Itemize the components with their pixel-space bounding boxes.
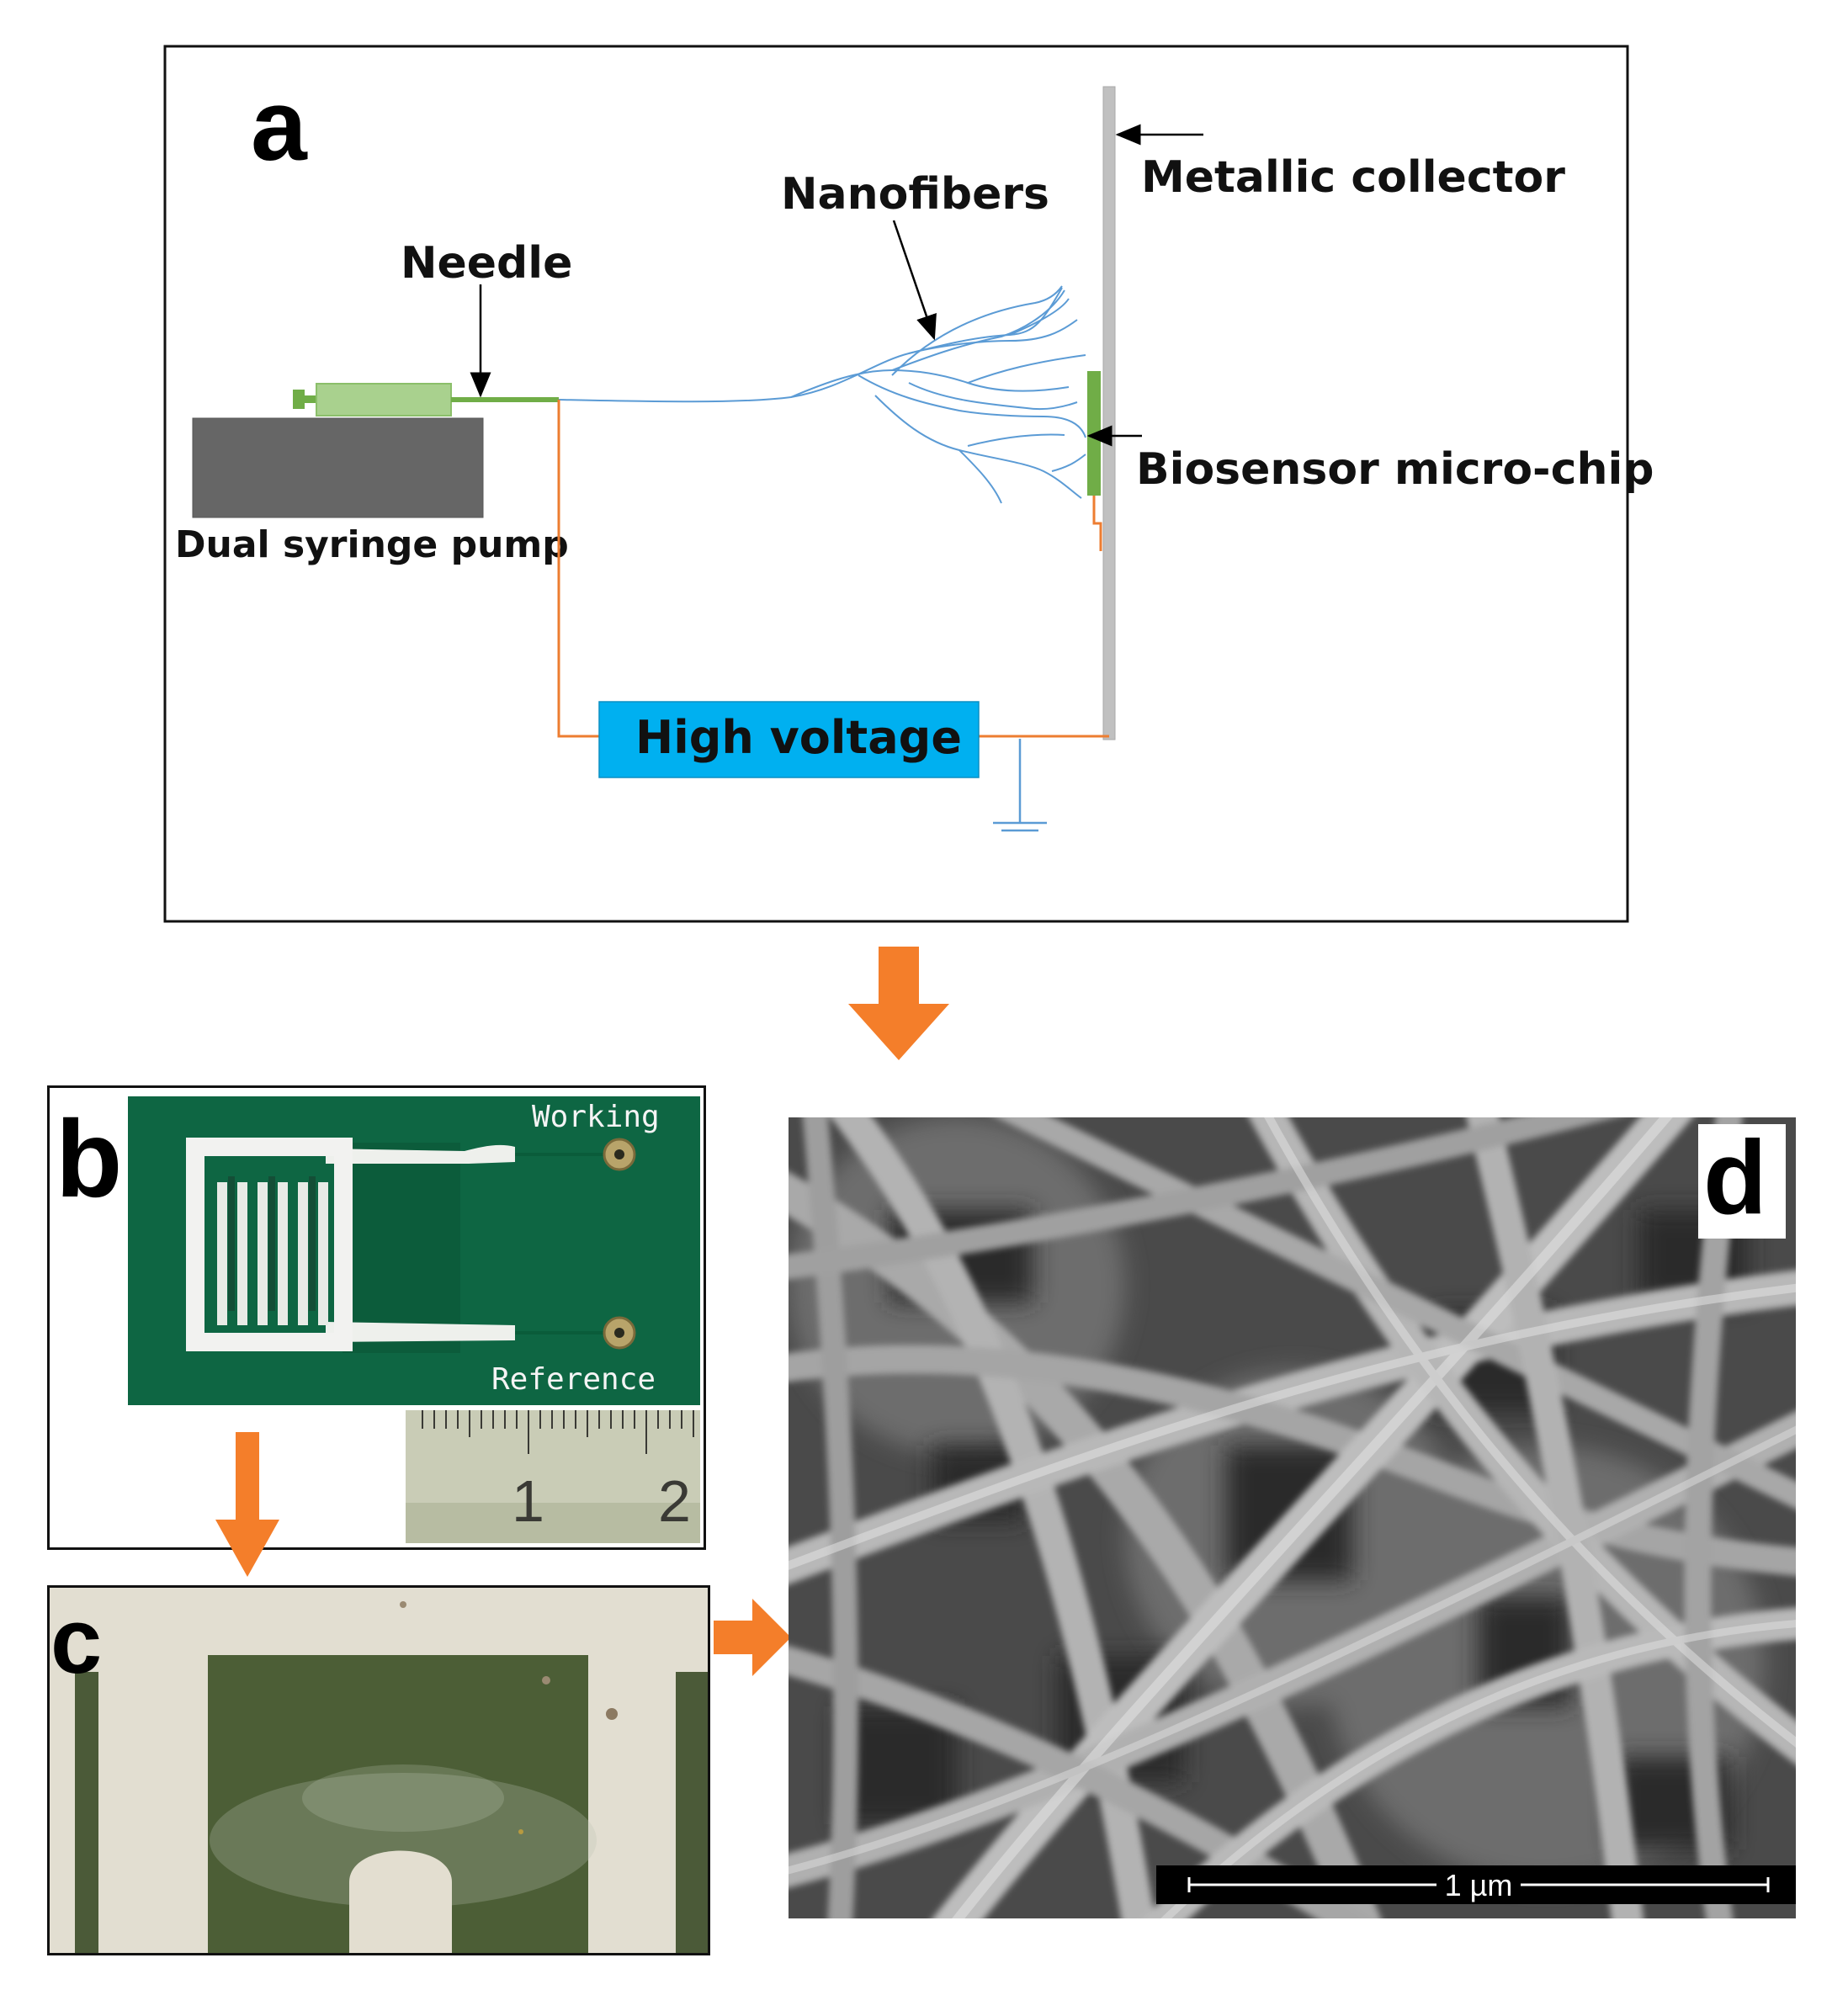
high-voltage-label: High voltage [635, 711, 962, 764]
syringe-plunger-rod [305, 395, 316, 403]
high-voltage-supply [598, 701, 980, 778]
metallic-collector [1102, 86, 1116, 740]
panel-a-letter: a [251, 69, 308, 182]
nanofibers [558, 285, 1086, 504]
scale-bar-label: 1 µm [1445, 1868, 1513, 1902]
working-electrode-label: Working [532, 1100, 660, 1134]
panel-c-letter: c [50, 1589, 103, 1693]
ruler-photo: 1 2 [406, 1410, 700, 1543]
biosensor-chip-label: Biosensor micro-chip [1136, 444, 1654, 495]
panel-a-diagram: a Metallic collector Biosensor micro-chi… [163, 45, 1654, 923]
panel-d-letter: d [1703, 1120, 1767, 1236]
reference-electrode-label: Reference [491, 1362, 656, 1397]
sem-nanofiber-image: 1 µm [789, 1117, 1796, 1918]
needle-voltage-wire [557, 400, 599, 738]
syringe-pump-label: Dual syringe pump [175, 523, 569, 566]
panel-d-frame: 1 µm [789, 1117, 1796, 1918]
flow-arrow-a-to-d [848, 947, 949, 1060]
syringe-pump [192, 417, 484, 518]
electrode-chip-photo: Working Reference [128, 1096, 700, 1405]
panel-c-frame [47, 1585, 710, 1955]
biosensor-chip [1087, 371, 1101, 496]
syringe-barrel [316, 383, 452, 417]
panel-d-letter-box [1698, 1124, 1786, 1239]
ruler-number-2: 2 [658, 1468, 691, 1534]
nanofibers-label: Nanofibers [781, 169, 1049, 220]
panel-b-letter: b [56, 1097, 123, 1220]
electrode-closeup-photo [50, 1588, 708, 1953]
ground-icon [993, 739, 1047, 832]
ruler-number-1: 1 [512, 1468, 544, 1534]
metallic-collector-label: Metallic collector [1141, 152, 1565, 203]
flow-arrow-b-to-c [215, 1432, 279, 1577]
flow-arrow-c-to-d [714, 1599, 791, 1676]
nanofibers-arrow [892, 220, 937, 341]
chip-wire [1092, 496, 1102, 551]
syringe-plunger [293, 390, 305, 409]
needle-label: Needle [401, 238, 572, 289]
